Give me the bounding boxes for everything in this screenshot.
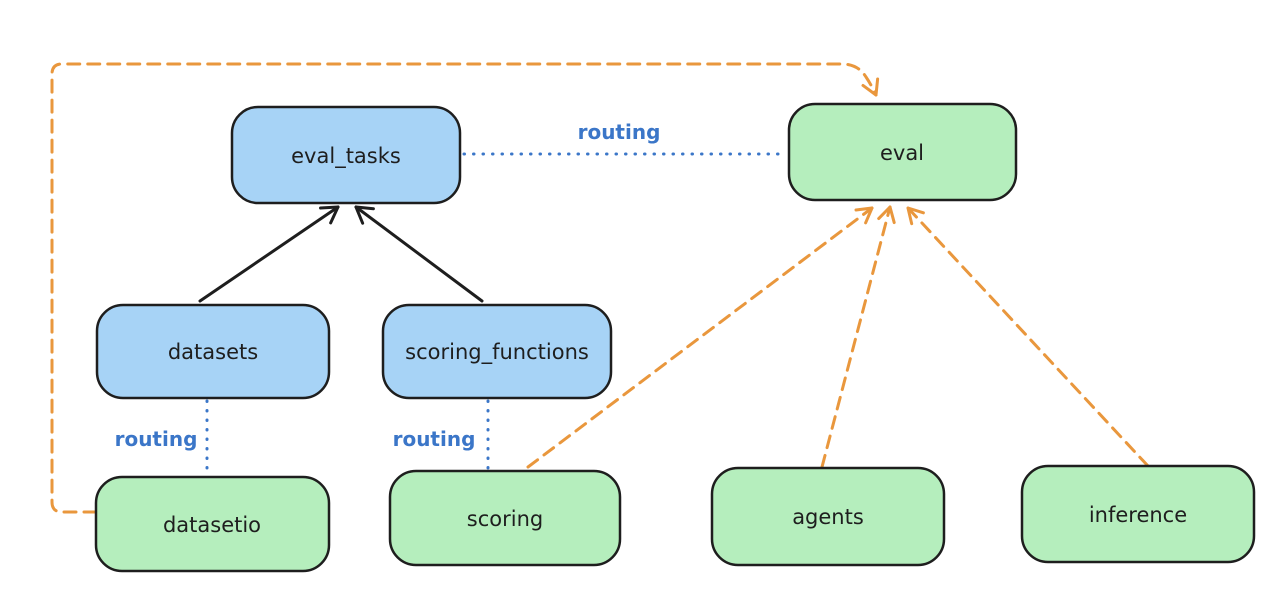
node-eval-tasks-box [230,105,462,205]
node-scoring: scoring [388,469,622,567]
node-eval-tasks: eval_tasks [230,105,462,205]
node-eval-label: eval [880,141,924,165]
node-datasetio: datasetio [94,475,331,573]
node-agents-box [710,466,946,567]
routing-label-top: routing [578,120,661,144]
node-inference: inference [1020,464,1256,564]
node-scoring-box [388,469,622,567]
routing-label-datasets: routing [115,427,198,451]
arrow-agents-to-eval [820,205,896,469]
node-scoring-label: scoring [467,507,543,531]
node-scoring-functions-label: scoring_functions [405,340,589,365]
arrow-scoring-to-eval [526,206,874,469]
node-scoring-functions-box [381,303,613,400]
routing-label-scoring: routing [393,427,476,451]
node-scoring-functions: scoring_functions [381,303,613,400]
node-inference-label: inference [1089,503,1187,527]
node-datasets-box [95,303,331,400]
node-agents: agents [710,466,946,567]
arrow-inference-to-eval [906,206,1150,468]
node-eval-tasks-label: eval_tasks [291,144,401,169]
arrow-datasetio-to-eval [50,62,880,514]
node-eval: eval [787,102,1018,202]
node-agents-label: agents [792,505,864,529]
node-datasetio-label: datasetio [163,513,261,537]
node-eval-box [787,102,1018,202]
node-datasets: datasets [95,303,331,400]
node-datasets-label: datasets [168,340,258,364]
node-inference-box [1020,464,1256,564]
arrow-scoring-functions-to-eval-tasks [354,205,484,303]
node-datasetio-box [94,475,331,573]
arrow-datasets-to-eval-tasks [198,205,340,303]
